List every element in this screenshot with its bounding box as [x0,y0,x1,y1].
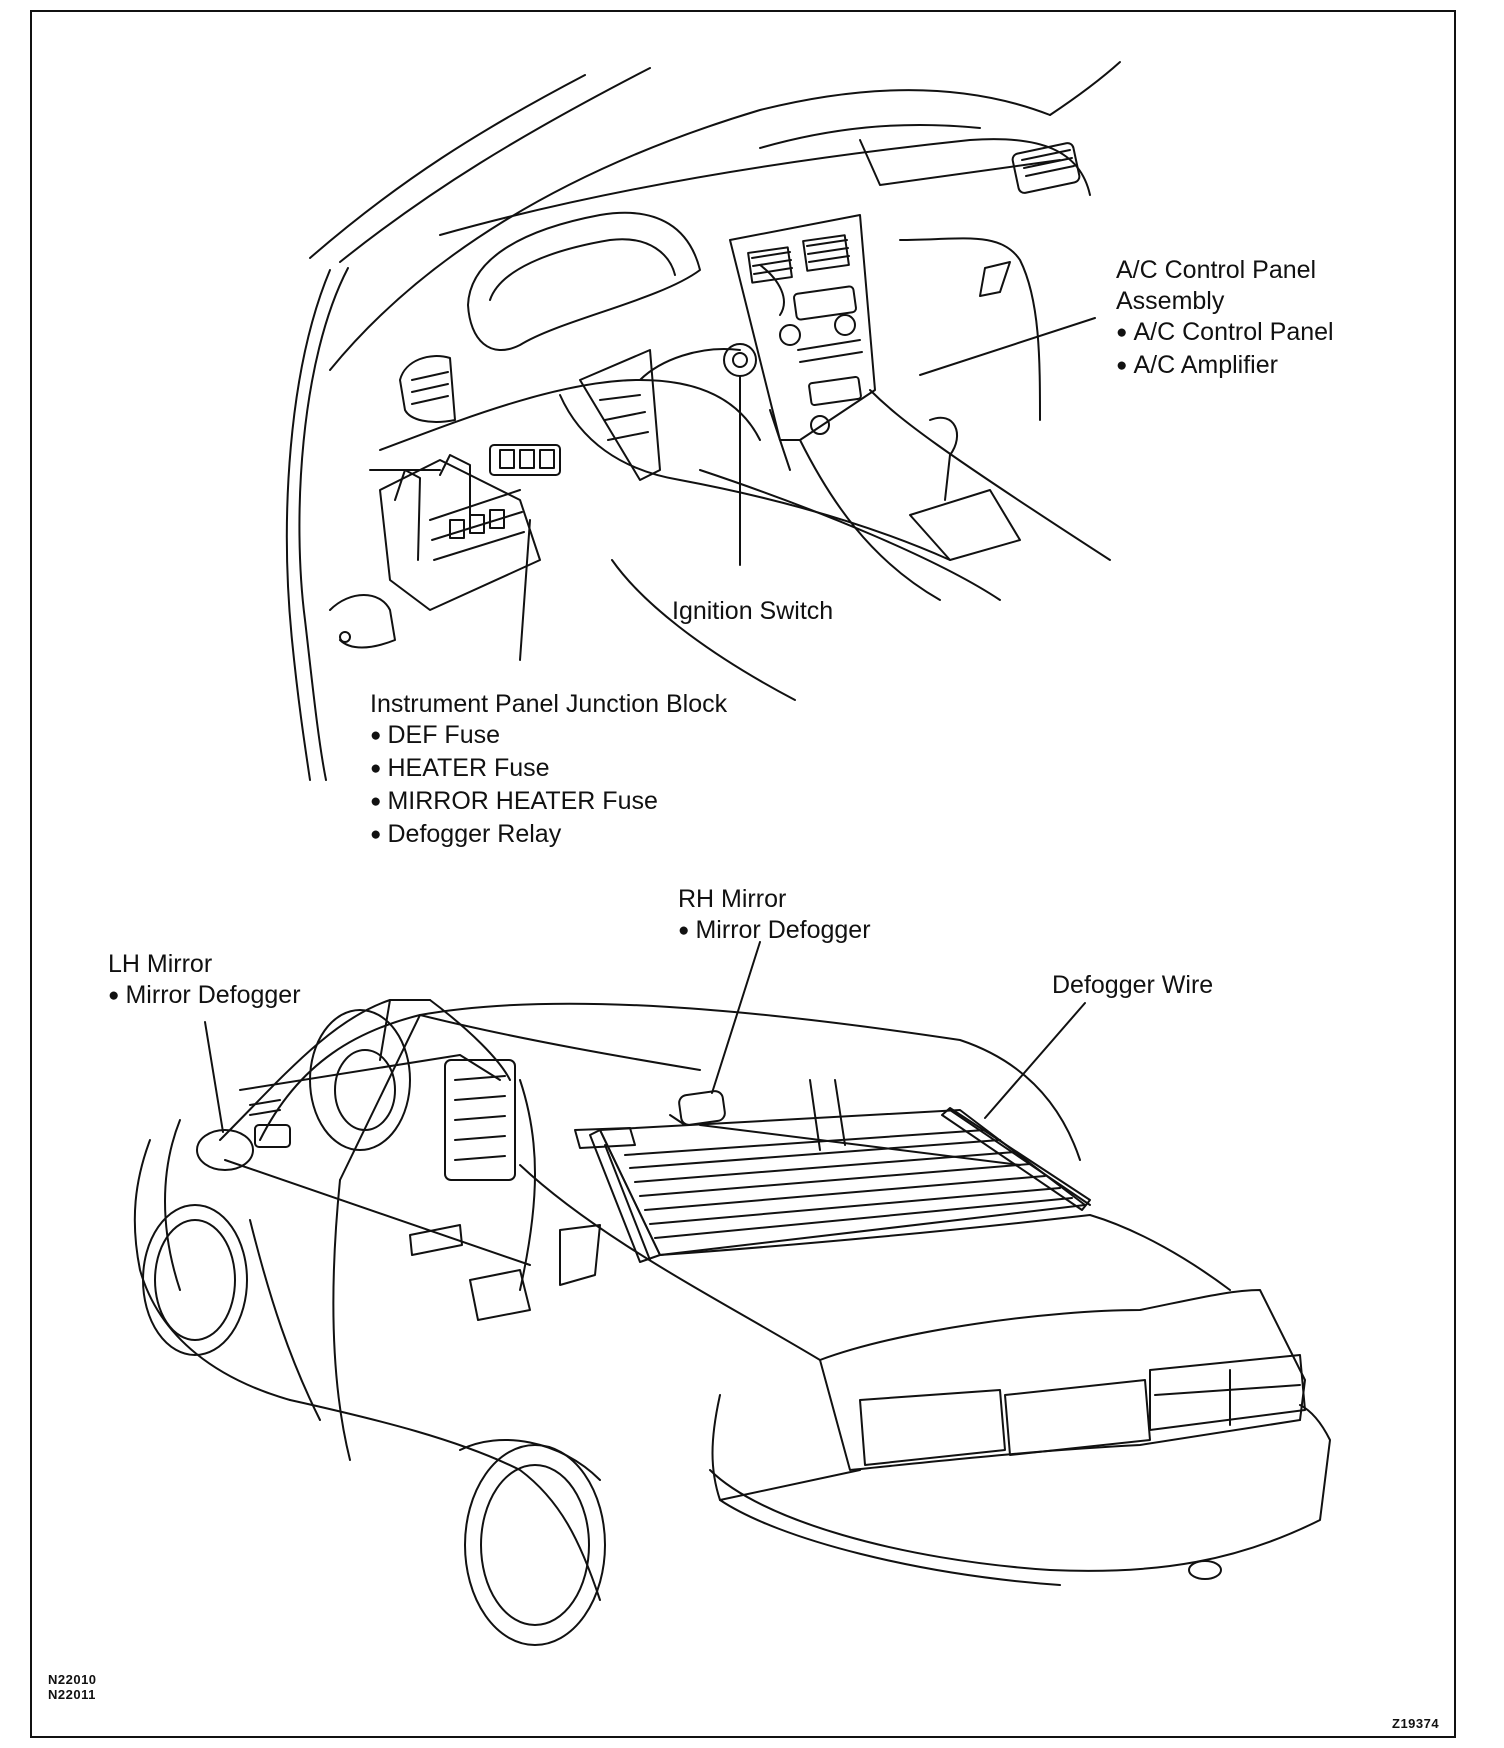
junction-item-def-fuse: DEF Fuse [370,720,727,753]
car-illustration [133,941,1331,1646]
figure-codes-left: N22010 N22011 [48,1672,97,1702]
ac-item-control-panel: A/C Control Panel [1116,317,1333,350]
rh-mirror-title: RH Mirror [678,885,787,913]
ignition-switch-label: Ignition Switch [672,597,834,625]
ac-label-line1: A/C Control Panel [1116,256,1317,284]
junction-item-defogger-relay: Defogger Relay [370,819,727,852]
diagram-frame [30,10,1456,1738]
rh-mirror-item: Mirror Defogger [678,915,870,948]
junction-item-mirror-heater-fuse: MIRROR HEATER Fuse [370,786,727,819]
figure-code-right: Z19374 [1392,1716,1440,1731]
figure-code-1: N22010 [48,1672,97,1687]
junction-block-label: Instrument Panel Junction Block DEF Fuse… [370,689,727,852]
ac-label-line2: Assembly [1116,287,1225,315]
defogger-wire-label: Defogger Wire [1052,971,1214,999]
lh-mirror-label: LH Mirror Mirror Defogger [108,949,301,1013]
lh-mirror-item: Mirror Defogger [108,980,300,1013]
dashboard-illustration [285,61,1121,781]
junction-block-title: Instrument Panel Junction Block [370,690,728,718]
figure-code-2: N22011 [48,1687,96,1702]
lh-mirror-title: LH Mirror [108,950,213,978]
rh-mirror-label: RH Mirror Mirror Defogger [678,884,871,948]
ac-control-panel-label: A/C Control Panel Assembly A/C Control P… [1116,255,1334,383]
junction-item-heater-fuse: HEATER Fuse [370,753,727,786]
ac-item-amplifier: A/C Amplifier [1116,350,1334,383]
